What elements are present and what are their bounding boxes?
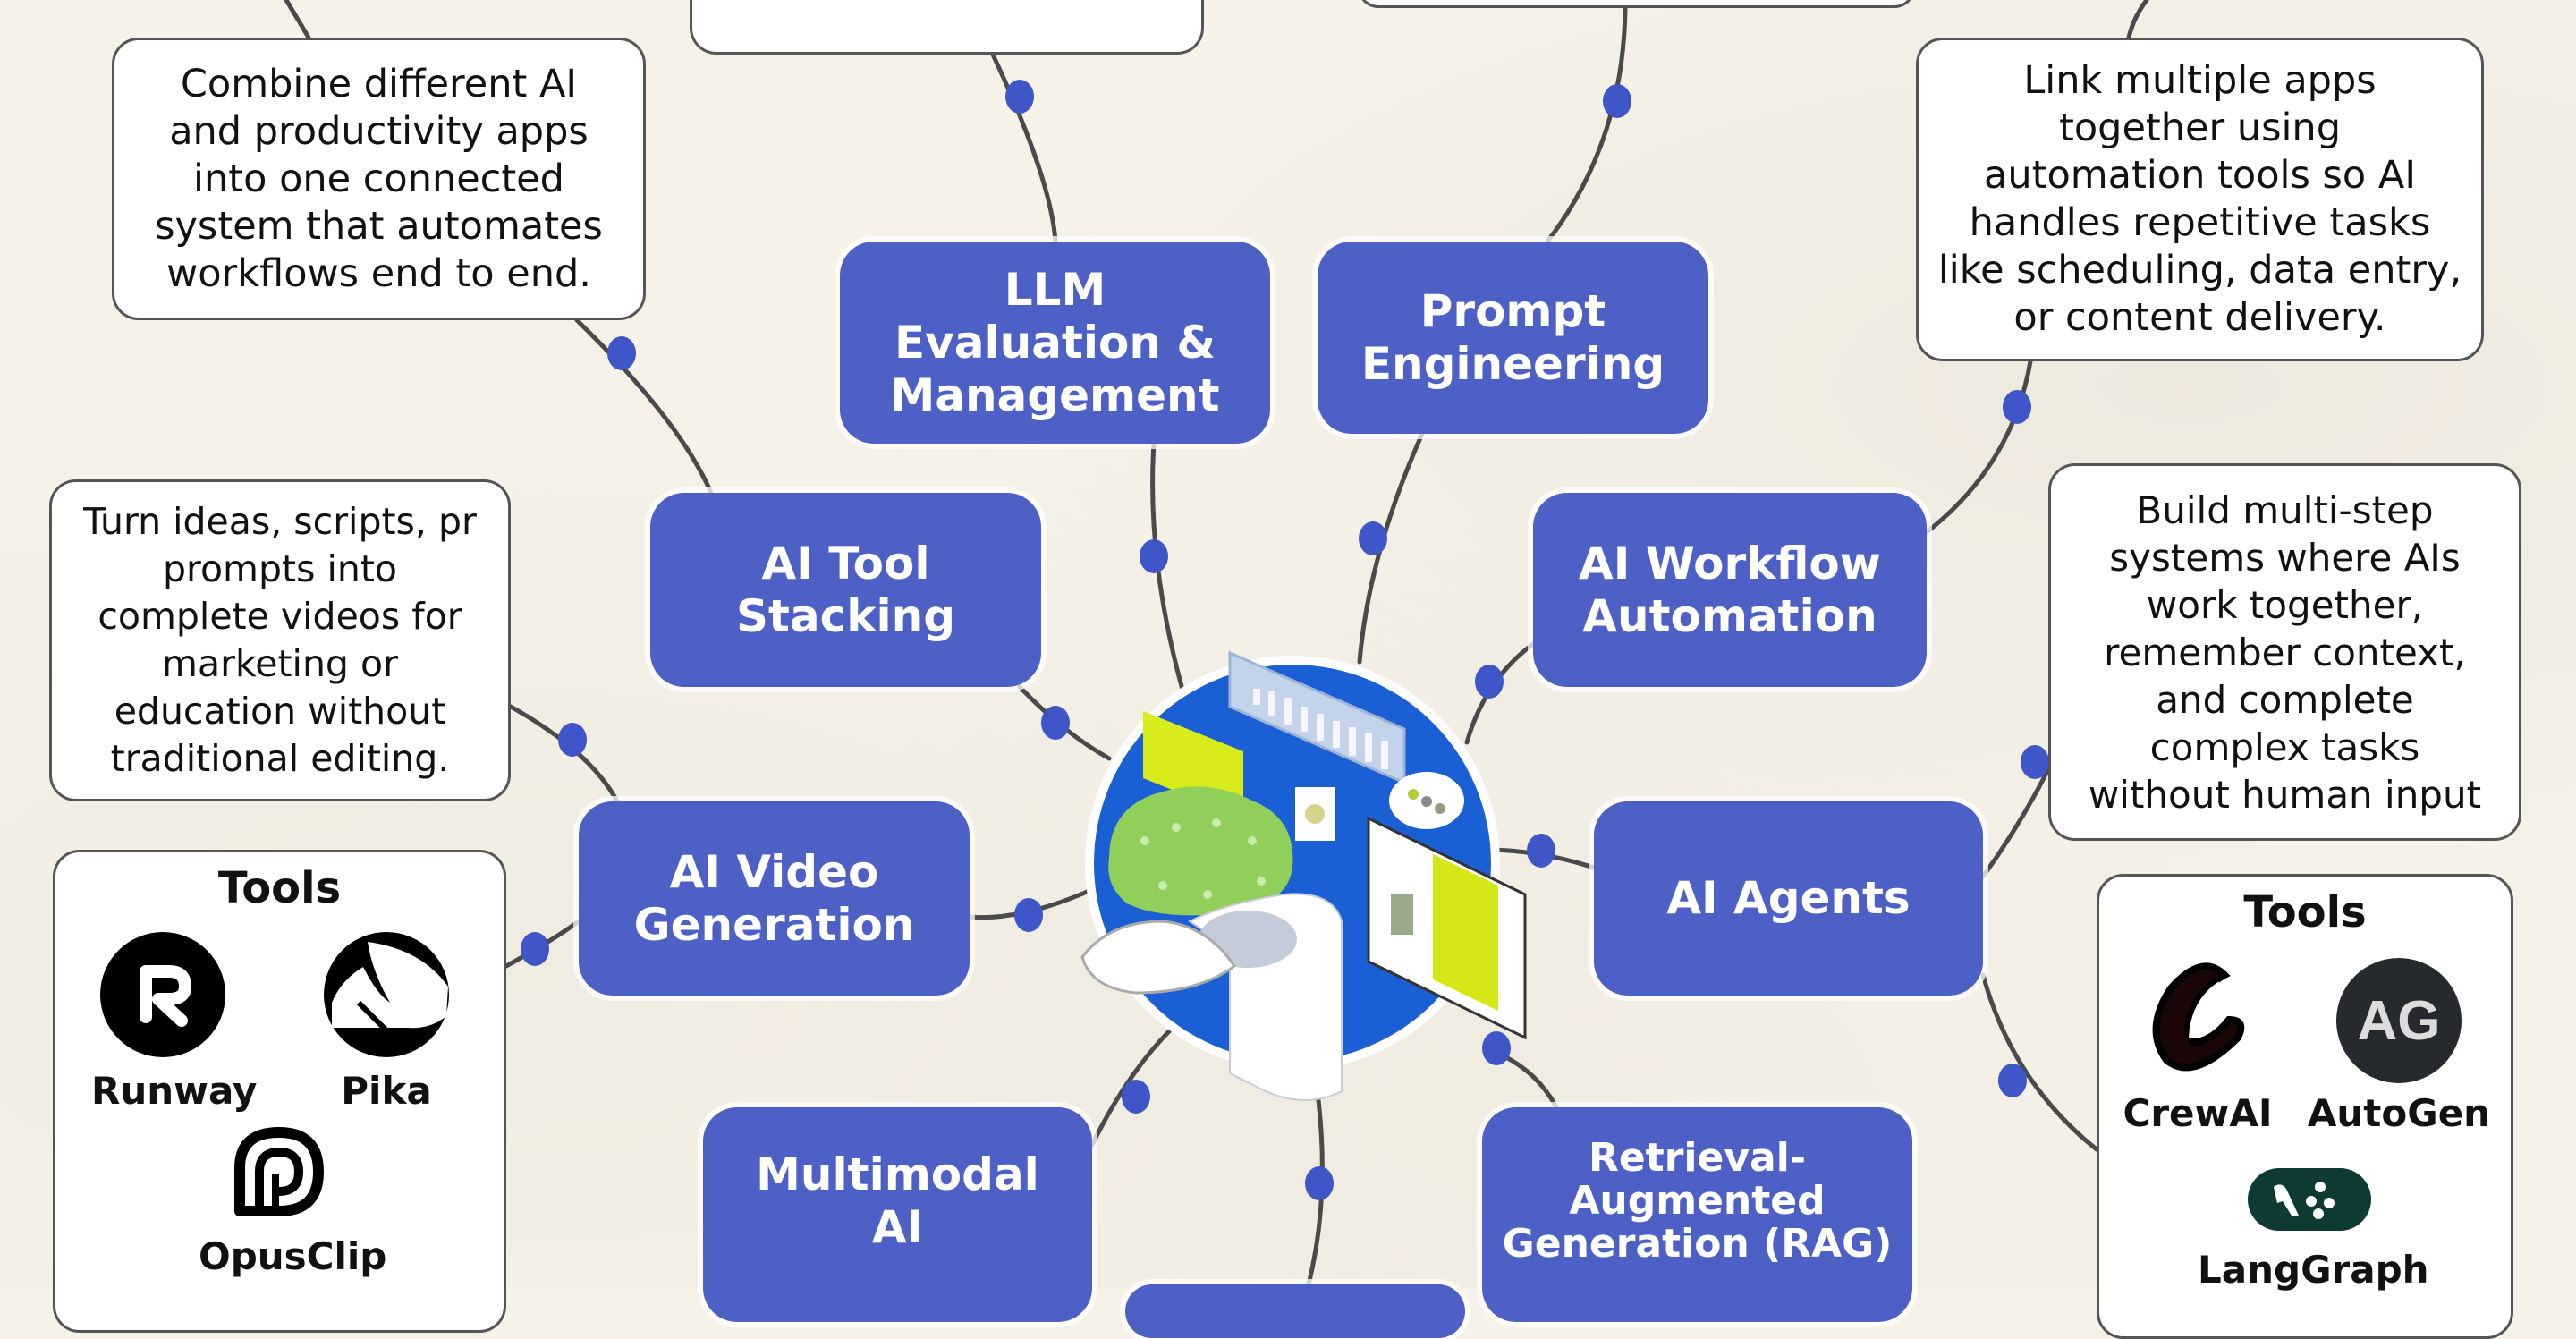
crewai-logo-icon (2152, 962, 2245, 1072)
description-ai-workflow-automation: Link multiple apps together using automa… (1916, 38, 2484, 361)
topic-bottom-cropped[interactable] (1125, 1284, 1465, 1338)
connector-dot (1475, 665, 1504, 699)
connector-dot (2003, 390, 2031, 424)
description-text: Link multiple apps together using automa… (1937, 58, 2462, 340)
tool-autogen[interactable]: AG AutoGen (2305, 957, 2493, 1135)
description-text: Build multi-step systems where AIs work … (2088, 487, 2482, 817)
robot-body-icon (1080, 893, 1343, 1101)
connector-dot (1140, 539, 1168, 573)
topic-multimodal-ai[interactable]: Multimodal AI (703, 1107, 1092, 1322)
connector-dot (1527, 834, 1555, 868)
connector-dot (1482, 1031, 1511, 1065)
connector-line (1545, 5, 1628, 244)
description-box-top-left (690, 0, 1204, 55)
topic-ai-tool-stacking[interactable]: AI Tool Stacking (650, 493, 1041, 687)
langgraph-logo-icon (2248, 1168, 2371, 1231)
connector-dot (1041, 706, 1070, 740)
description-text: Combine different AI and productivity ap… (155, 61, 603, 296)
description-ai-tool-stacking: Combine different AI and productivity ap… (112, 38, 646, 320)
connector-dot (1359, 521, 1387, 555)
connector-dot (2021, 745, 2049, 779)
topic-ai-workflow-automation[interactable]: AI Workflow Automation (1533, 493, 1927, 687)
tool-langgraph[interactable]: LangGraph (2198, 1167, 2429, 1292)
description-box-top-right (1357, 0, 1916, 8)
connector-line (990, 52, 1058, 244)
connector-dot (1005, 80, 1034, 114)
connector-dot (1014, 898, 1043, 932)
connector-line (2126, 0, 2149, 40)
connector-dot (1603, 84, 1631, 118)
topic-llm-evaluation[interactable]: LLM Evaluation & Management (840, 242, 1270, 444)
pika-logo-icon (324, 932, 449, 1057)
description-ai-agents: Build multi-step systems where AIs work … (2048, 463, 2521, 841)
connector-layer (284, 0, 2149, 1288)
connector-line (574, 318, 714, 496)
ai-robot-hub-illustration (1080, 650, 1527, 1101)
connector-line (1924, 359, 2033, 535)
connector-dot (1998, 1064, 2027, 1097)
tool-crewai[interactable]: CrewAI (2117, 957, 2278, 1135)
brain-icon (1108, 786, 1293, 916)
description-text: Turn ideas, scripts, pr prompts into com… (83, 500, 477, 780)
topic-ai-video-generation[interactable]: AI Video Generation (579, 801, 970, 996)
opusclip-logo-icon (234, 1127, 324, 1216)
topic-rag[interactable]: Retrieval- Augmented Generation (RAG) (1482, 1107, 1912, 1322)
description-ai-video-generation: Turn ideas, scripts, pr prompts into com… (49, 479, 511, 801)
topic-ai-agents[interactable]: AI Agents (1594, 801, 1983, 996)
connector-line (1980, 972, 2099, 1152)
tool-pika[interactable]: Pika (315, 931, 458, 1113)
connector-dot (607, 336, 636, 370)
connector-dot (521, 932, 549, 966)
tools-panel-agents: Tools CrewAI AG AutoGen LangGraph (2097, 874, 2513, 1339)
chat-bubble-icon (1389, 772, 1464, 829)
connector-line (284, 0, 311, 40)
topic-prompt-engineering[interactable]: Prompt Engineering (1318, 242, 1708, 434)
tools-title: Tools (217, 863, 342, 913)
connector-dot (1305, 1166, 1334, 1200)
connector-dot (558, 723, 587, 757)
autogen-badge-text: AG (2358, 990, 2441, 1052)
tools-panel-video: Tools Runway Pika OpusClip (53, 850, 506, 1333)
tool-opusclip[interactable]: OpusClip (199, 1125, 386, 1278)
connector-line (1500, 1053, 1559, 1110)
runway-logo-icon (100, 932, 225, 1057)
connector-line (504, 919, 581, 969)
connector-line (1980, 767, 2051, 879)
robot-hand-icon (1080, 920, 1237, 995)
screen-panel-icon (1367, 816, 1527, 1040)
tool-runway[interactable]: Runway (91, 931, 257, 1113)
tools-title: Tools (2243, 887, 2367, 937)
connector-line (508, 704, 620, 804)
autogen-logo-icon: AG (2336, 958, 2462, 1083)
connector-dot (1122, 1080, 1150, 1114)
connector-line (1089, 1026, 1174, 1148)
